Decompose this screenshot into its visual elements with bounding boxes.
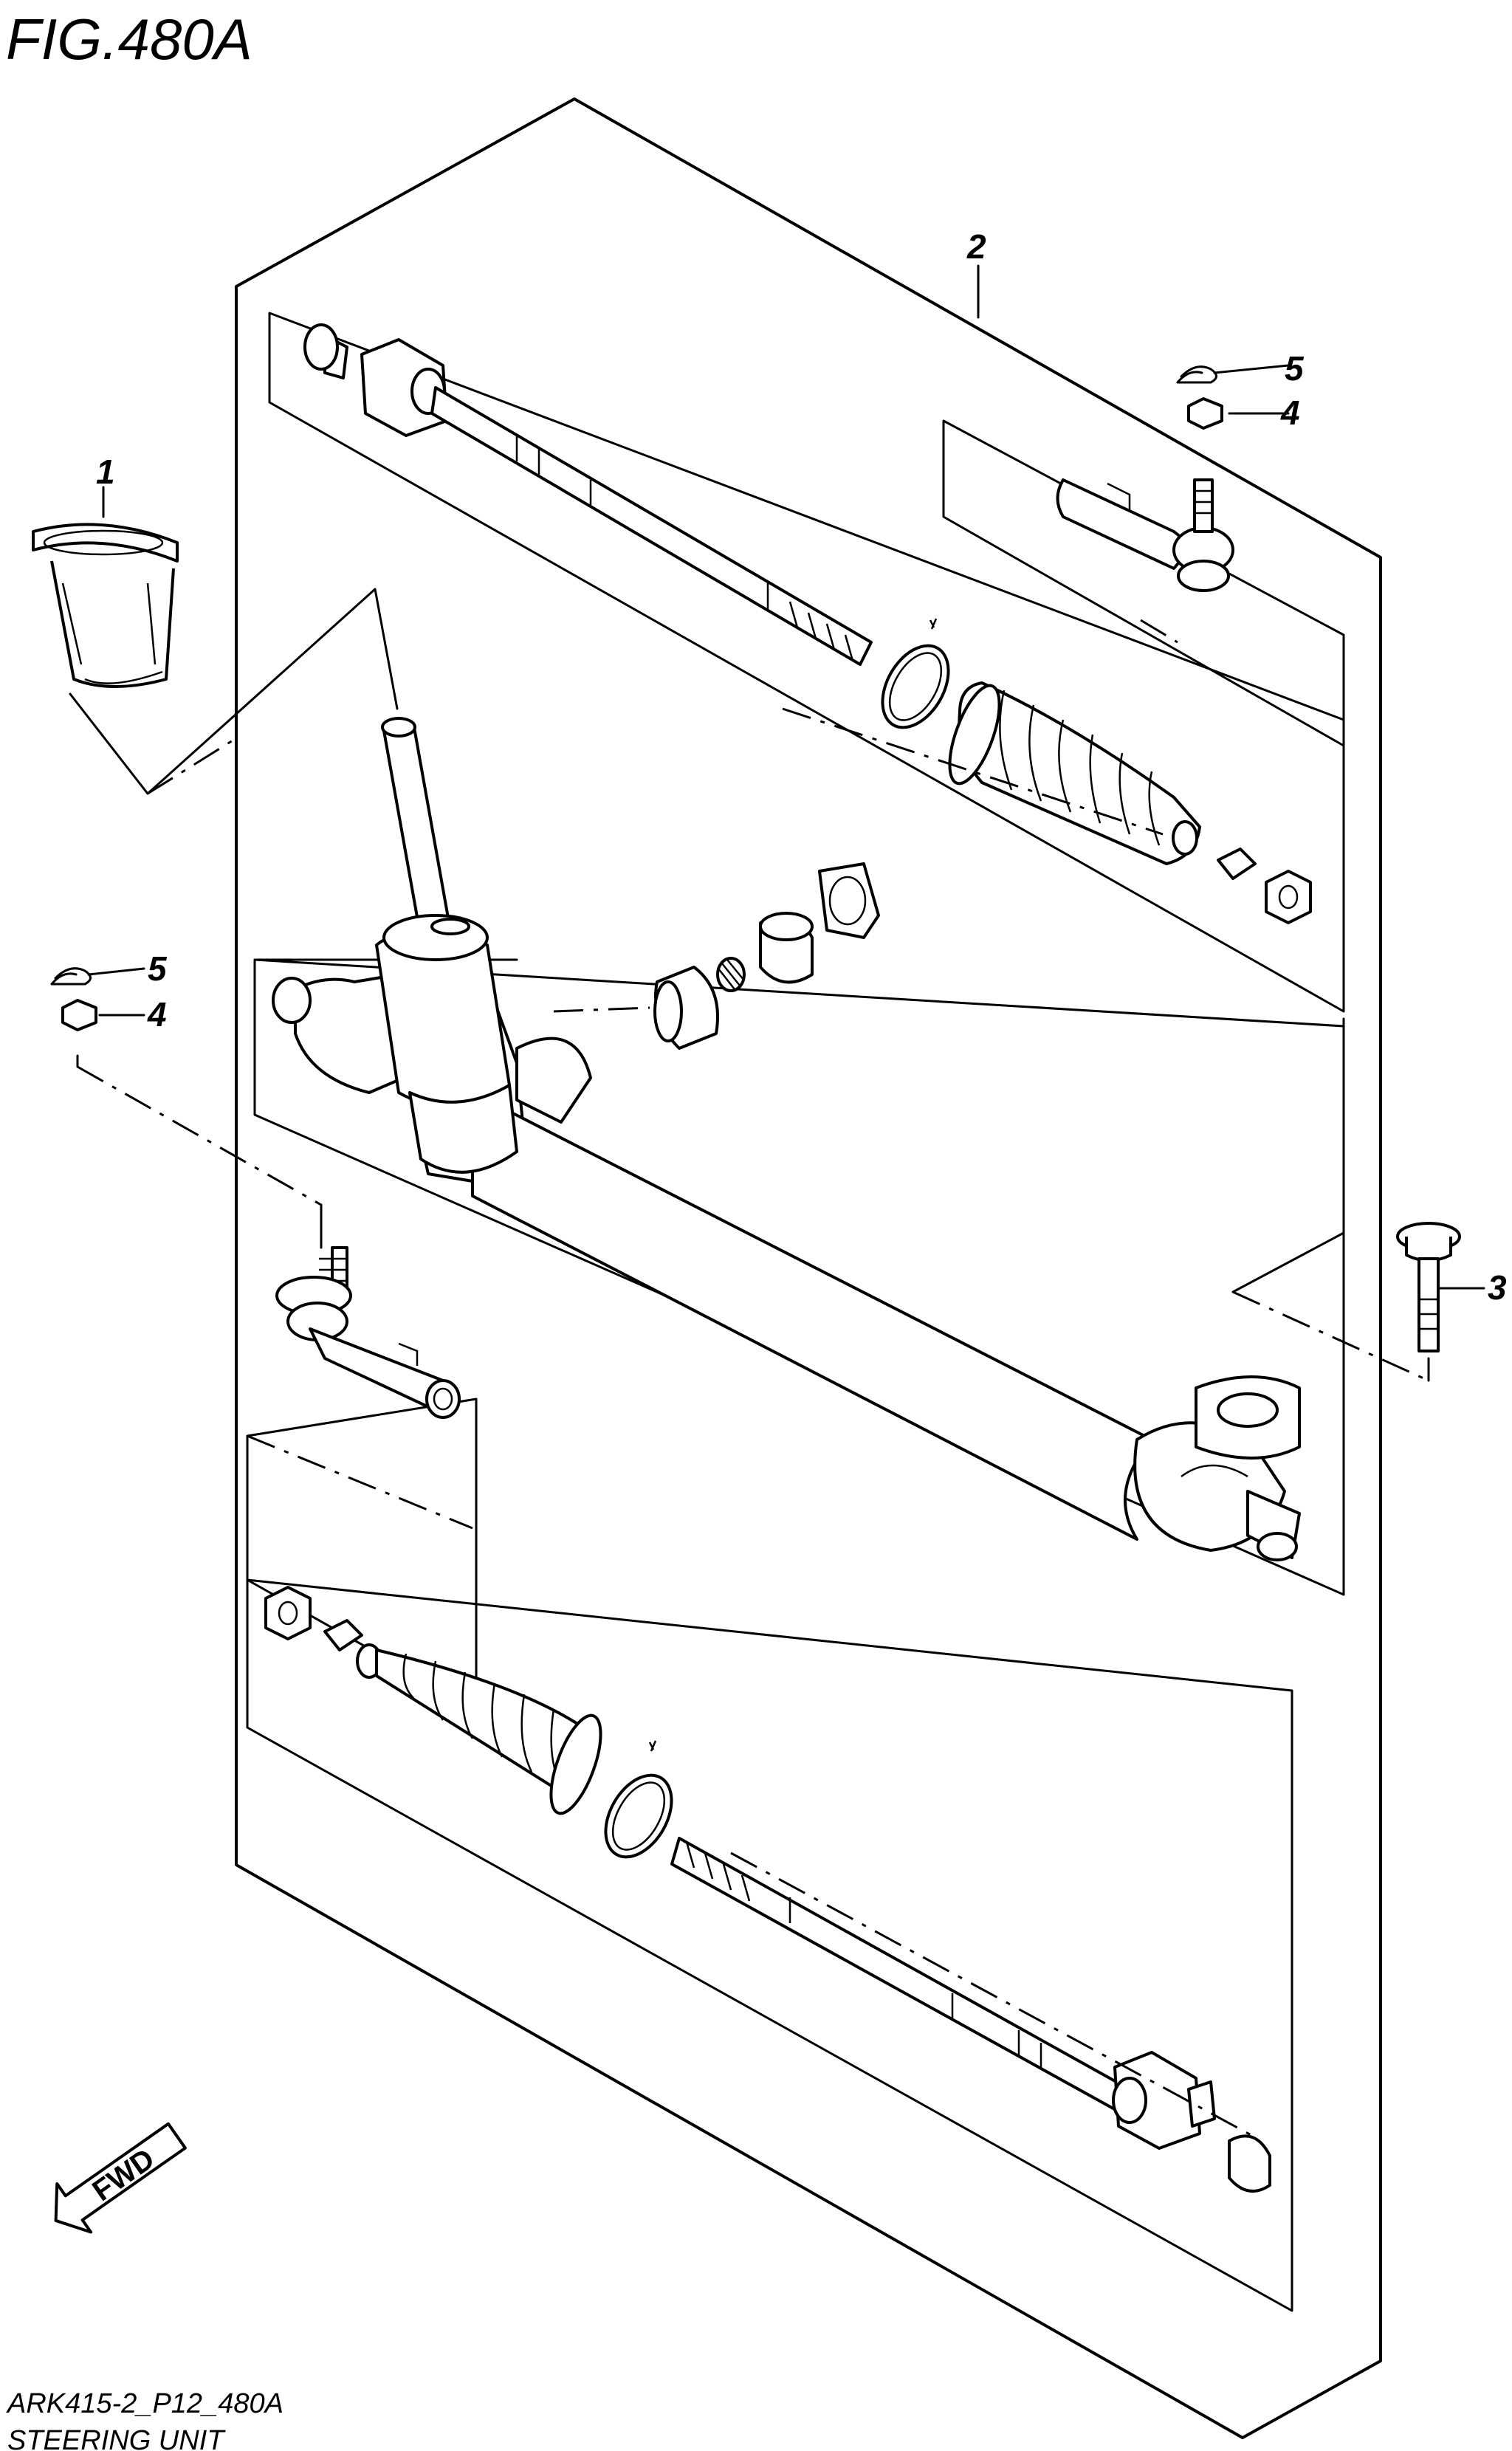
lower-lock-nut	[264, 1586, 312, 1640]
lower-tie-rod-frame	[246, 1578, 1293, 2312]
figure-name: STEERING UNIT	[7, 2425, 226, 2451]
steering-shaft-bushing	[32, 523, 179, 688]
lower-castle-nut	[61, 999, 97, 1031]
mounting-bolt	[1396, 1222, 1485, 1352]
rack-guide-lock-nut	[818, 862, 880, 939]
upper-lock-nut	[1265, 870, 1312, 924]
rack-guide-plug	[759, 912, 814, 984]
upper-rack-boot	[948, 681, 1201, 865]
pinion-shaft	[375, 717, 518, 1174]
figure-title: FIG.480A	[6, 7, 252, 72]
callout-4-lower: 4	[147, 995, 167, 1034]
callout-5-lower: 5	[148, 949, 168, 988]
lower-boot-clip	[323, 1619, 363, 1651]
upper-tie-rod-end	[1056, 478, 1234, 592]
assembly-boundary	[235, 97, 1382, 2439]
lower-cotter-pin	[50, 967, 92, 986]
upper-cotter-pin	[1176, 365, 1217, 384]
rack-guide-spring	[716, 957, 746, 992]
upper-inner-tie-rod	[303, 323, 873, 666]
center-line	[147, 737, 237, 795]
rack-guide	[653, 966, 719, 1050]
arrow-left-down-icon	[54, 2122, 187, 2234]
lower-tie-rod-end	[275, 1246, 461, 1419]
callout-4-upper: 4	[1280, 393, 1300, 432]
lower-inner-tie-rod	[670, 1837, 1216, 2150]
callout-5-upper: 5	[1285, 349, 1305, 388]
lower-lock-washer	[1228, 2134, 1271, 2193]
lower-rack-boot	[356, 1643, 602, 1815]
callout-2: 2	[966, 227, 986, 266]
upper-boot-clamp	[881, 644, 950, 729]
callout-3: 3	[1488, 1268, 1507, 1307]
upper-tie-rod-frame	[268, 312, 1345, 1013]
figure-code: ARK415-2_P12_480A	[6, 2388, 284, 2419]
upper-boot-clip	[1217, 848, 1257, 880]
lower-boot-clamp	[604, 1773, 673, 1859]
fwd-direction-badge: FWD	[54, 2122, 187, 2234]
upper-castle-nut	[1187, 397, 1223, 430]
callout-1: 1	[96, 453, 115, 491]
